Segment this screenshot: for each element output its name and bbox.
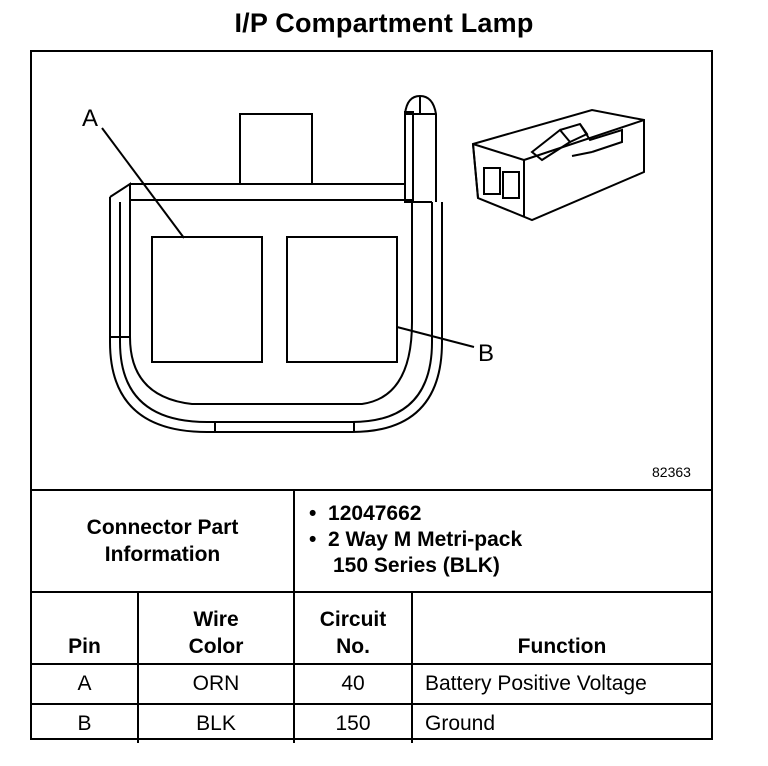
header-wire-color-line2: Color	[188, 635, 244, 658]
part-number: 12047662	[328, 502, 422, 525]
table-row: B BLK 150 Ground	[32, 703, 712, 743]
bullet: •	[309, 502, 317, 525]
connector-description-1: 2 Way M Metri-pack	[328, 528, 523, 551]
callout-b-leader	[396, 326, 475, 348]
callout-b-label: B	[478, 340, 494, 367]
function-cell: Battery Positive Voltage	[410, 663, 712, 705]
connector-part-values: • 12047662 • 2 Way M Metri-pack 150 Seri…	[292, 489, 712, 593]
latch-arm	[404, 111, 414, 203]
connector-figure-frame: A B 82363 Connector Part Information • 1…	[30, 50, 713, 743]
header-function: Function	[410, 591, 712, 665]
part-number-line: • 12047662	[309, 501, 711, 527]
callout-a-label: A	[82, 105, 98, 132]
circuit-cell: 40	[293, 663, 413, 705]
table-row: A ORN 40 Battery Positive Voltage	[32, 663, 712, 705]
description-line: • 2 Way M Metri-pack	[309, 527, 711, 553]
bullet: •	[309, 528, 317, 551]
header-pin: Pin	[32, 591, 139, 665]
connector-part-label-line1: Connector Part	[86, 516, 239, 539]
pin-cell: B	[32, 703, 139, 743]
connector-housing-outer	[109, 197, 443, 433]
connector-top-tab	[239, 113, 313, 185]
connector-illustration: A B	[82, 94, 645, 433]
connector-part-label: Connector Part Information	[32, 489, 295, 593]
figure-number: 82363	[652, 464, 691, 480]
cavity-a	[151, 236, 263, 363]
wire-color-cell: ORN	[137, 663, 295, 705]
connector-info-table: Connector Part Information • 12047662 • …	[32, 489, 712, 743]
connector-3d-view	[471, 108, 645, 222]
header-circuit-line1: Circuit	[319, 608, 387, 631]
header-wire-color-line1: Wire	[193, 608, 239, 631]
wire-color-cell: BLK	[137, 703, 295, 743]
connector-face	[129, 199, 413, 405]
pin-cell: A	[32, 663, 139, 705]
circuit-cell: 150	[293, 703, 413, 743]
connector-diagram: A B 82363	[32, 52, 711, 489]
connector-part-label-line2: Information	[104, 543, 221, 566]
header-circuit-line2: No.	[336, 635, 370, 658]
cavity-b	[286, 236, 398, 363]
connector-part-row: Connector Part Information • 12047662 • …	[32, 489, 712, 593]
table-header-row: Pin Wire Color Circuit No. Function	[32, 591, 712, 665]
header-circuit: Circuit No.	[293, 591, 413, 665]
connector-description-2: 150 Series (BLK)	[333, 554, 500, 577]
page-title: I/P Compartment Lamp	[234, 8, 534, 38]
function-cell: Ground	[410, 703, 712, 743]
callout-a-leader	[101, 127, 185, 239]
header-wire-color: Wire Color	[137, 591, 295, 665]
